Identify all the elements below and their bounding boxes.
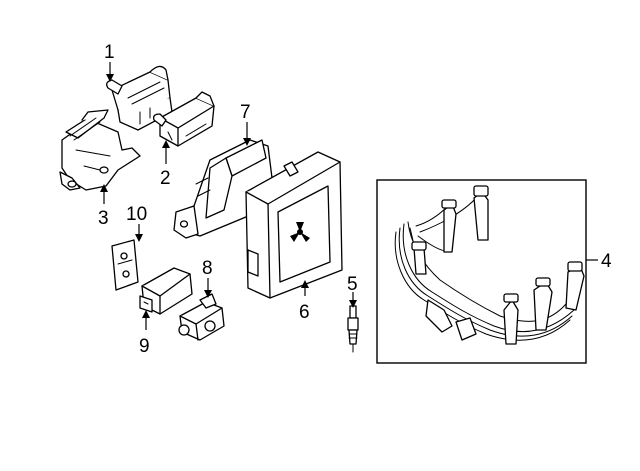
callout-8: 8 [202, 258, 213, 279]
callout-3: 3 [98, 208, 109, 229]
ecm-icon[interactable] [245, 151, 343, 299]
relay-icon[interactable] [139, 267, 193, 315]
ignition-module-icon[interactable] [59, 109, 141, 191]
callout-5: 5 [347, 274, 358, 295]
callout-7: 7 [240, 102, 251, 123]
plate-icon[interactable] [111, 239, 139, 291]
leader-lines [100, 62, 598, 330]
callout-10: 10 [126, 204, 147, 225]
callout-4: 4 [601, 251, 612, 272]
connector-icon[interactable] [178, 293, 225, 341]
callout-1: 1 [104, 42, 115, 63]
callout-6: 6 [299, 302, 310, 323]
callout-9: 9 [139, 336, 150, 357]
ignition-coil-icon[interactable] [152, 91, 215, 147]
spark-plug-icon[interactable] [347, 305, 359, 353]
callout-2: 2 [160, 168, 171, 189]
logo-icon [290, 222, 310, 242]
spark-plug-wire-set-icon[interactable] [376, 179, 587, 364]
ignition-coil-icon[interactable] [106, 65, 173, 131]
